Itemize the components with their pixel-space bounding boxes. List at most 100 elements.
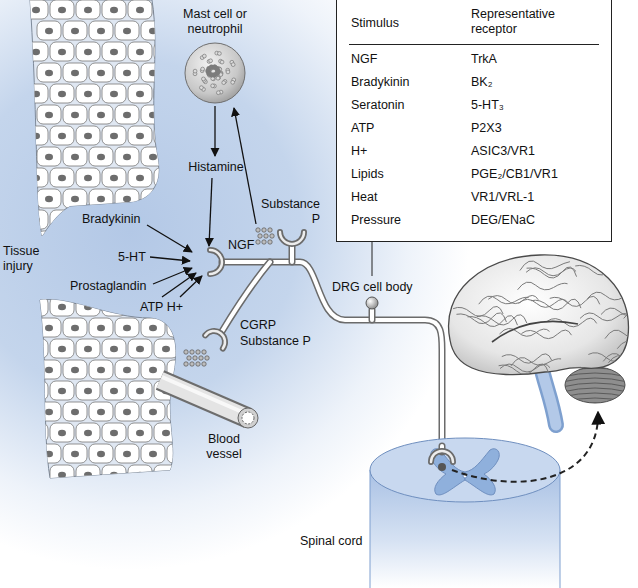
cell-nucleus [201,112,209,118]
gyrus-line [623,363,638,374]
tissue-cell [50,0,74,19]
gyrus-line [572,366,622,375]
tissue-cell [154,252,178,271]
stimulus-arrow [214,106,215,156]
cell-nucleus [110,259,118,265]
tissue-cell [141,66,165,85]
vesicle [196,362,200,366]
tissue-cell [128,45,152,64]
tissue-cell [167,318,191,337]
cell-nucleus [45,154,53,160]
tissue-cell [50,210,74,229]
cell-nucleus [175,157,183,163]
tissue-cell [24,0,48,19]
tissue-cell [37,486,61,505]
cell-nucleus [149,241,157,247]
tissue-cell [37,108,61,127]
cell-nucleus [162,259,170,265]
table-rule [349,44,599,45]
vesicle [202,362,206,366]
tissue-cell [154,213,178,232]
stimulus-arrow [153,268,192,284]
cell-nucleus [45,73,53,79]
vesicle [262,228,266,232]
cell-nucleus [149,157,157,163]
tissue-cell [50,126,74,145]
tissue-cell [180,423,204,442]
tissue-cell [37,444,61,463]
cell-nucleus [71,493,79,499]
tissue-cell [115,147,139,166]
tissue-cell [180,126,204,145]
cell-nucleus [45,238,53,244]
cell-nucleus [201,322,209,328]
gyrus-line [617,341,638,349]
tissue-cell [167,189,191,208]
vessel-lumen [242,412,254,424]
region-label: Tissue injury [3,244,47,274]
cell-nucleus [162,52,170,58]
cell-nucleus [123,238,131,244]
tissue-cell [24,213,48,232]
tissue-cell [115,483,139,502]
granule [209,59,213,63]
tissue-cell [37,63,61,82]
tissue-cell [154,168,178,187]
tissue-cell [128,423,152,442]
cerebellum-fold [562,403,628,407]
tissue-cell [115,402,139,421]
tissue-cell [180,297,204,316]
tissue-cell [167,231,191,250]
vesicle [187,356,191,360]
tissue-cell [89,24,113,43]
cell-nucleus [71,325,79,331]
cell-nucleus [45,196,53,202]
tissue-cell [24,381,48,400]
tissue-cell [154,339,178,358]
cell-nucleus [123,451,131,457]
cell-nucleus [71,112,79,118]
tissue-cell [193,360,217,379]
tissue-cell [141,105,165,124]
tissue-cell [141,192,165,211]
granule [231,63,235,67]
tissue-cell [141,402,165,421]
cell-nucleus [149,367,157,373]
cell-nucleus [110,346,118,352]
gyrus-line [625,258,638,266]
stimulus-arrow [209,178,212,246]
cell-nucleus [136,94,144,100]
granule [216,91,220,95]
gyri [453,255,638,376]
gyrus-line [575,264,625,275]
cell-nucleus [188,430,196,436]
nucleus-lobe [214,66,219,71]
table-cell: Heat [351,190,377,205]
tissue-cell [76,297,100,316]
cell-nucleus [45,199,53,205]
tissue-cell [193,483,217,502]
cell-nucleus [123,325,131,331]
cell-nucleus [58,94,66,100]
nerve-terminal [280,232,304,244]
cell-nucleus [58,217,66,223]
tissue-cell [24,420,48,439]
tissue-cell [37,147,61,166]
cell-nucleus [71,196,79,202]
mediator-label: 5-HT [118,250,146,265]
cell-nucleus [162,91,170,97]
cell-nucleus [71,241,79,247]
cell-nucleus [188,133,196,139]
cell-nucleus [175,448,183,454]
cell-nucleus [175,115,183,121]
cell-nucleus [162,94,170,100]
cell-nucleus [188,220,196,226]
cell-nucleus [32,472,40,478]
mediator-label: Bradykinin [82,212,140,227]
tissue-cell [128,3,152,22]
cell-nucleus [175,196,183,202]
tissue-cell [24,297,48,316]
